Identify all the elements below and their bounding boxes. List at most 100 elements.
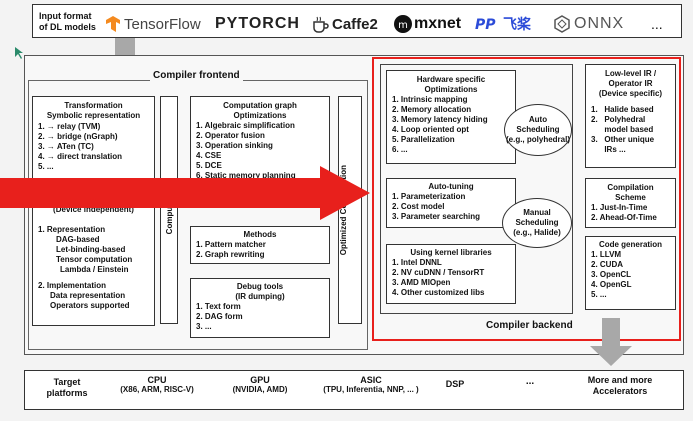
target-dsp: DSP <box>435 379 475 389</box>
codegen-title: Code generation <box>598 240 663 249</box>
auto-tuning-box: Auto-tuning 1. Parameterization 2. Cost … <box>386 178 516 228</box>
representation-head: 1. Representation <box>38 225 106 234</box>
debug-title: Debug tools (IR dumping) <box>235 282 285 301</box>
methods-title: Methods <box>243 230 277 239</box>
list-item: 1. Text form <box>196 302 241 311</box>
target-cpu: CPU (X86, ARM, RISC-V) <box>107 375 207 394</box>
list-item: Let-binding-based <box>56 245 126 254</box>
list-item: 3. OpenCL <box>591 270 632 279</box>
hw-opt-title: Hardware specific Optimizations <box>416 75 486 94</box>
frontend-title: Compiler frontend <box>150 70 243 81</box>
list-item: 5. ... <box>591 290 607 299</box>
auto-tuning-list: 1. Parameterization 2. Cost model 3. Par… <box>392 192 510 222</box>
target-platforms-bar: Target platforms CPU (X86, ARM, RISC-V) … <box>24 370 684 410</box>
list-item: 3. Memory latency hiding <box>392 115 488 124</box>
tensorflow-logo: TensorFlow <box>105 13 201 35</box>
kernel-libraries-box: Using kernel libraries 1. Intel DNNL 2. … <box>386 244 516 304</box>
list-item: DAG-based <box>56 235 100 244</box>
down-arrow-icon <box>590 318 632 366</box>
list-item: 5. DCE <box>196 161 222 170</box>
target-name: DSP <box>445 379 465 389</box>
targets-label: Target platforms <box>46 377 88 398</box>
target-name: CPU <box>147 375 167 385</box>
target-more-dots: ... <box>515 376 545 387</box>
list-item: 2. Graph rewriting <box>196 250 265 259</box>
list-item: 6. ... <box>392 145 408 154</box>
list-item: Tensor computation <box>56 255 133 264</box>
target-detail: (NVIDIA, AMD) <box>232 385 288 394</box>
list-item: 1. Halide based <box>591 105 654 114</box>
paddle-logo: PP 飞桨 <box>475 13 531 35</box>
transformation-subtitle: Symbolic representation <box>46 111 141 120</box>
input-format-label: Input format of DL models <box>39 11 96 32</box>
target-name: ... <box>525 376 535 387</box>
coffee-cup-icon <box>313 16 329 33</box>
high-level-ir-box: (Device independent) 1. Representation D… <box>32 196 155 326</box>
list-item: 4. OpenGL <box>591 280 632 289</box>
low-ir-list: 1. Halide based 2. Polyhedral model base… <box>591 105 670 155</box>
list-item: 2. Polyhedral model based <box>591 115 654 134</box>
list-item: 5. Parallelization <box>392 135 455 144</box>
list-item: 3. Parameter searching <box>392 212 481 221</box>
list-item: 2. Operator fusion <box>196 131 265 140</box>
low-ir-title: Low-level IR / Operator IR (Device speci… <box>598 69 663 98</box>
red-highlight-arrow-icon <box>0 166 370 220</box>
list-item: 3. ... <box>196 322 212 331</box>
low-level-ir-box: Low-level IR / Operator IR (Device speci… <box>585 64 676 168</box>
cursor-icon <box>15 47 23 59</box>
target-accelerators: More and more Accelerators <box>573 375 667 397</box>
svg-text:m: m <box>398 20 408 31</box>
compilation-scheme-box: Compilation Scheme 1. Just-In-Time 2. Ah… <box>585 178 676 228</box>
codegen-list: 1. LLVM 2. CUDA 3. OpenCL 4. OpenGL 5. .… <box>591 250 670 300</box>
compilation-list: 1. Just-In-Time 2. Ahead-Of-Time <box>591 203 670 223</box>
methods-box: Methods 1. Pattern matcher 2. Graph rewr… <box>190 226 330 264</box>
list-item: 1. Intel DNNL <box>392 258 442 267</box>
list-item: 5. ... <box>38 162 54 171</box>
implementation-head: 2. Implementation <box>38 281 107 290</box>
list-item: 1. Algebraic simplification <box>196 121 295 130</box>
target-detail: (X86, ARM, RISC-V) <box>120 385 194 394</box>
pytorch-logo: PYTORCH <box>215 13 300 35</box>
list-item: 2. CUDA <box>591 260 624 269</box>
hardware-optimizations-box: Hardware specific Optimizations 1. Intri… <box>386 70 516 164</box>
input-format-bar: Input format of DL models TensorFlow PYT… <box>32 4 682 38</box>
svg-text:PP: PP <box>475 17 496 33</box>
backend-optimization-frame <box>380 64 573 314</box>
implementation-list: Data representation Operators supported <box>38 291 149 311</box>
target-detail: (TPU, Inferentia, NNP, ... ) <box>323 385 419 394</box>
methods-list: 1. Pattern matcher 2. Graph rewriting <box>196 240 324 260</box>
auto-scheduling-ellipse: Auto Scheduling (e.g., polyhedral) <box>504 104 572 156</box>
code-generation-box: Code generation 1. LLVM 2. CUDA 3. OpenC… <box>585 236 676 310</box>
graph-opt-list: 1. Algebraic simplification 2. Operator … <box>196 121 324 181</box>
list-item: 6. Static memory planning <box>196 171 296 180</box>
list-item: Data representation <box>50 291 126 300</box>
framework-onnx: ONNX <box>574 15 625 32</box>
paddle-icon: PP <box>475 17 496 33</box>
list-item: 4. CSE <box>196 151 222 160</box>
kernel-libs-title: Using kernel libraries <box>410 248 492 257</box>
list-item: 1. → relay (TVM) <box>38 122 101 131</box>
list-item: 2. Cost model <box>392 202 445 211</box>
compiler-backend <box>372 57 681 341</box>
framework-caffe2: Caffe2 <box>332 15 378 33</box>
backend-title: Compiler backend <box>486 320 573 331</box>
list-item: 4. → direct translation <box>38 152 123 161</box>
target-name: More and more Accelerators <box>587 375 653 396</box>
framework-mxnet: mxnet <box>414 15 462 32</box>
list-item: 1. LLVM <box>591 250 622 259</box>
list-item: 3. AMD MIOpen <box>392 278 451 287</box>
list-item: 2. DAG form <box>196 312 243 321</box>
list-item: 2. → bridge (nGraph) <box>38 132 118 141</box>
framework-paddle: 飞桨 <box>503 16 531 32</box>
mxnet-logo: m mxnet <box>393 13 461 35</box>
target-gpu: GPU (NVIDIA, AMD) <box>215 375 305 394</box>
ir-title: (Device independent) <box>53 205 134 214</box>
onnx-logo: ONNX <box>553 13 624 35</box>
list-item: 4. Loop oriented opt <box>392 125 469 134</box>
list-item: 3. Operation sinking <box>196 141 273 150</box>
hw-opt-list: 1. Intrinsic mapping 2. Memory allocatio… <box>392 95 510 155</box>
list-item: Lambda / Einstein <box>60 265 129 274</box>
mxnet-circle-icon: m <box>394 15 412 33</box>
onnx-hexagon-icon <box>554 15 570 33</box>
target-name: ASIC <box>360 375 382 385</box>
